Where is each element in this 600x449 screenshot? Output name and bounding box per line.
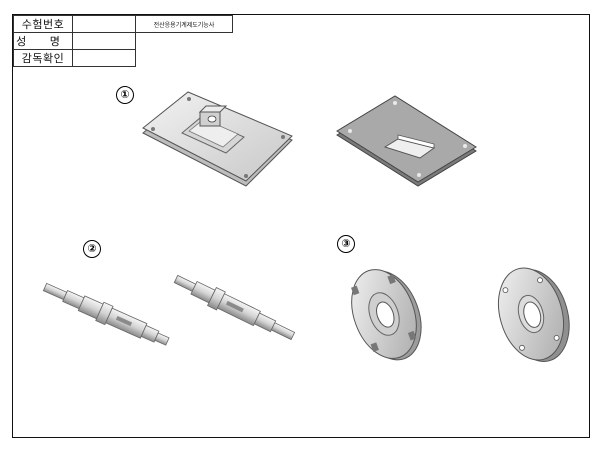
part-3-flange-view-b bbox=[498, 267, 570, 362]
supervisor-field[interactable] bbox=[72, 49, 136, 67]
marker-1: ① bbox=[116, 86, 134, 104]
part-1-base-plate-top-view bbox=[142, 91, 293, 187]
marker-2: ② bbox=[83, 240, 101, 258]
part-2-shaft-view-b bbox=[173, 274, 296, 341]
marker-3: ③ bbox=[337, 235, 355, 253]
part-3-flange-view-a bbox=[351, 269, 422, 361]
supervisor-label: 감독확인 bbox=[13, 49, 73, 67]
part-2-shaft-view-a bbox=[42, 282, 170, 346]
title-block: 수험번호 전산응용기계제도기능사 성 명 감독확인 bbox=[13, 15, 233, 67]
drawing-sheet: 수험번호 전산응용기계제도기능사 성 명 감독확인 bbox=[12, 14, 590, 438]
course-title: 전산응용기계제도기능사 bbox=[135, 15, 233, 33]
part-1-base-plate-bottom-view bbox=[336, 95, 477, 187]
